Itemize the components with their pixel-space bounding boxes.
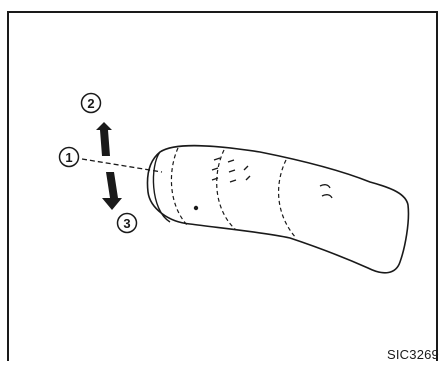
switch-stalk (148, 146, 409, 273)
up-arrow (96, 122, 112, 156)
callout-1: 1 (60, 148, 79, 167)
callout-2-label: 2 (87, 96, 94, 111)
callout-2: 2 (82, 94, 101, 113)
figure-reference-code: SIC3269 (387, 347, 439, 362)
callout-1-label: 1 (65, 150, 72, 165)
down-arrow (102, 172, 122, 210)
callout-3: 3 (118, 214, 137, 233)
callout-3-label: 3 (123, 216, 130, 231)
